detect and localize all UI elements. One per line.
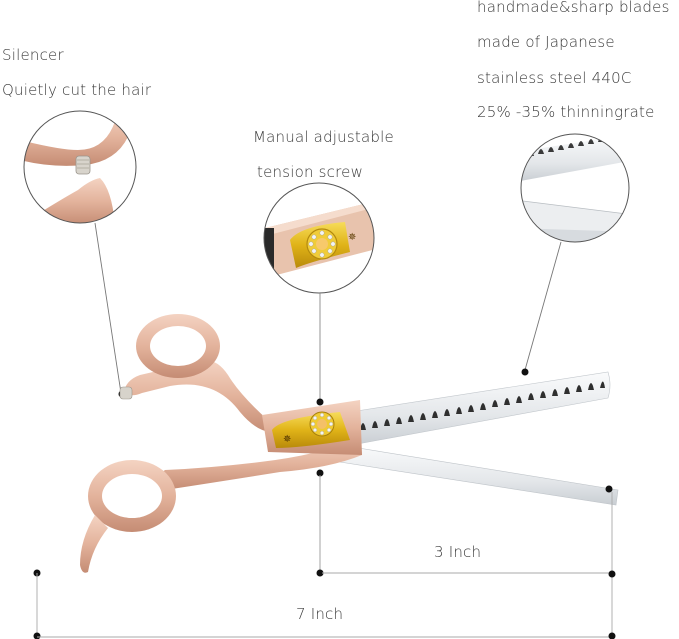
blades-line3: stainless steel 440C [477,69,632,87]
tension-screw-line2: tension screw [257,163,364,181]
dimension-3-inch [316,469,616,638]
silencer-leader-line [94,222,122,394]
blades-line4: 25% -35% thinningrate [477,103,655,121]
blade-detail-circle [520,133,630,243]
blade-length-label: 3 Inch [434,543,482,561]
silencer-detail-circle [23,110,137,224]
dimension-7-inch [33,569,616,639]
brand-emblem-icon: ✵ [283,434,291,445]
blades-line1: handmade&sharp blades [477,0,670,16]
blade-leader-line [524,241,562,371]
svg-text:✵: ✵ [348,232,356,243]
total-length-label: 7 Inch [296,605,344,623]
thinning-scissors: ✵ [80,314,619,573]
silencer-title: Silencer [2,46,64,64]
silencer-subtitle: Quietly cut the hair [2,81,152,99]
tension-screw-detail-circle: ✵ [263,182,375,294]
tension-dot [316,398,324,406]
tension-screw-line1: Manual adjustable [253,128,394,146]
blade-dot [521,368,529,376]
blades-line2: made of Japanese [477,33,615,51]
